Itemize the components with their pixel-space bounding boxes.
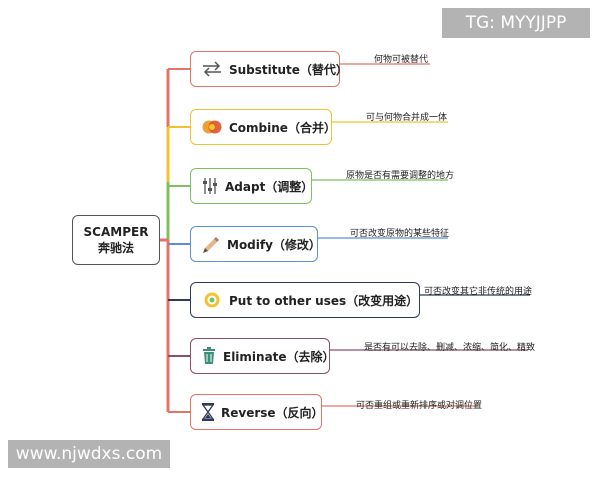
swap-arrows-icon — [201, 58, 223, 80]
trash-can-icon — [201, 345, 217, 367]
branch-eliminate[interactable]: Eliminate（去除） — [190, 338, 335, 374]
branch-modify-description: 可否改变原物的某些特征 — [350, 229, 450, 239]
branch-reverse[interactable]: Reverse（反向） — [190, 394, 324, 430]
interlocking-circles-icon — [201, 116, 223, 138]
root-node-scamper[interactable]: SCAMPER 奔驰法 — [72, 215, 160, 265]
watermark-top: TG: MYYJJPP — [442, 8, 590, 38]
branch-substitute[interactable]: Substitute（替代） — [190, 51, 348, 87]
watermark-bottom: www.njwdxs.com — [8, 440, 170, 468]
edit-brush-icon — [201, 233, 221, 255]
branch-adapt-label: Adapt（调整） — [225, 179, 314, 194]
branch-combine[interactable]: Combine（合并） — [190, 109, 336, 145]
branch-eliminate-label: Eliminate（去除） — [223, 349, 335, 364]
branch-reverse-label: Reverse（反向） — [221, 405, 324, 420]
target-ring-icon — [201, 289, 223, 311]
hourglass-icon — [201, 401, 215, 423]
branch-put-description: 可否改变其它非传统的用途 — [424, 287, 533, 297]
branch-adapt[interactable]: Adapt（调整） — [190, 168, 314, 204]
branch-modify[interactable]: Modify（修改） — [190, 226, 321, 262]
branch-put-to-other-uses[interactable]: Put to other uses（改变用途） — [190, 282, 420, 318]
root-title: SCAMPER — [83, 224, 149, 239]
branch-eliminate-description: 是否有可以去除、删减、浓缩、简化、精致 — [364, 343, 536, 353]
root-subtitle: 奔驰法 — [97, 240, 134, 255]
branch-adapt-description: 原物是否有需要调整的地方 — [346, 171, 455, 181]
branch-substitute-description: 何物可被替代 — [374, 55, 429, 65]
branch-combine-description: 可与何物合并成一体 — [366, 113, 448, 123]
branch-modify-label: Modify（修改） — [227, 237, 321, 252]
branch-put-label: Put to other uses（改变用途） — [229, 293, 419, 308]
branch-combine-label: Combine（合并） — [229, 120, 336, 135]
branch-reverse-description: 可否重组或重新排序或对调位置 — [356, 401, 483, 411]
branch-substitute-label: Substitute（替代） — [229, 62, 348, 77]
sliders-icon — [201, 175, 219, 197]
